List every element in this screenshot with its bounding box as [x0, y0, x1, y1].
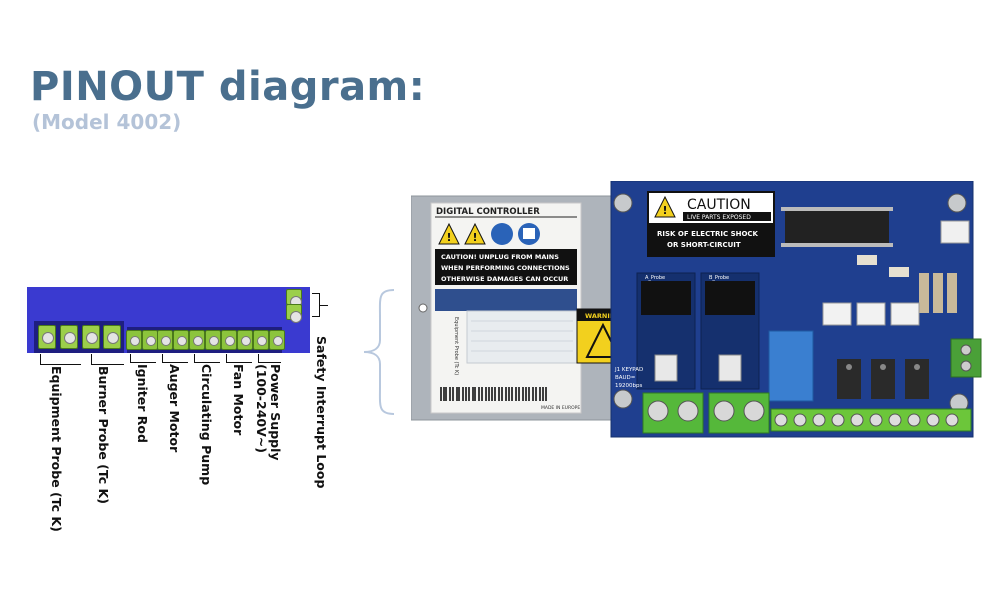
- label-circulating-pump: Circulating Pump: [199, 364, 214, 486]
- resistor: [933, 273, 943, 313]
- caution-subtitle: LIVE PARTS EXPOSED: [687, 214, 751, 221]
- terminal-burner-probe-2: [103, 325, 121, 349]
- terminal-auger-2: [173, 330, 189, 350]
- bracket-burner-probe: [91, 354, 124, 365]
- svg-text:!: !: [663, 204, 668, 217]
- screw: [613, 193, 633, 213]
- bracket-safety-loop: [312, 293, 320, 317]
- risk-line-2: OR SHORT-CIRCUIT: [667, 241, 741, 249]
- keypad-label: J1 KEYPAD: [614, 367, 643, 373]
- bracket-igniter: [130, 354, 156, 363]
- label-power-supply: Power Supply (100-240V~): [254, 364, 283, 461]
- bracket-power: [258, 354, 281, 363]
- caution-box: [435, 249, 577, 285]
- label-fan-motor: Fan Motor: [231, 364, 246, 436]
- terminal-pump-2: [205, 330, 221, 350]
- display-window: [435, 289, 577, 311]
- terminal-power-2: [269, 330, 285, 350]
- bracket-equipment-probe: [40, 354, 81, 365]
- label-equipment-probe: Equipment Probe (Tc K): [49, 366, 64, 532]
- terminal-auger-1: [157, 330, 173, 350]
- bracket-auger: [162, 354, 188, 363]
- caution-line-1: CAUTION! UNPLUG FROM MAINS: [441, 253, 559, 261]
- optocoupler: [890, 302, 920, 326]
- bracket-fan: [226, 354, 252, 363]
- microcontroller-chip: [785, 207, 889, 247]
- label-igniter-rod: Igniter Rod: [135, 364, 150, 443]
- caution-line-3: OTHERWISE DAMAGES CAN OCCUR: [441, 275, 568, 283]
- warning-icon: [464, 222, 486, 245]
- terminal-igniter-2: [142, 330, 158, 350]
- relay: [768, 330, 814, 402]
- page-subtitle: (Model 4002): [32, 110, 182, 134]
- warning-label: WARNING: [585, 312, 621, 320]
- warning-icon: [438, 222, 460, 245]
- optocoupler: [856, 302, 886, 326]
- label-auger-motor: Auger Motor: [167, 364, 182, 453]
- baud-label: BAUD=: [615, 375, 636, 381]
- bracket-pump: [194, 354, 220, 363]
- made-in-label: MADE IN EUROPE: [541, 405, 580, 411]
- ribbon-cable: [466, 310, 578, 364]
- svg-text:!: !: [473, 231, 478, 244]
- risk-line-1: RISK OF ELECTRIC SHOCK: [657, 230, 759, 238]
- terminal-fan-2: [237, 330, 253, 350]
- svg-text:!: !: [447, 231, 452, 244]
- baud-rate-label: 19200bps: [615, 383, 642, 389]
- terminal-safety-loop-1: [286, 289, 302, 308]
- terminal-burner-probe-1: [82, 325, 100, 349]
- barcode: [439, 386, 549, 402]
- optocoupler: [822, 302, 852, 326]
- terminal-equipment-probe-2: [60, 325, 78, 349]
- resistor: [947, 273, 957, 313]
- terminal-safety-loop-2: [286, 304, 302, 323]
- terminal-strip: [27, 287, 310, 353]
- power-terminal-block: [770, 408, 972, 432]
- terminal-pump-1: [189, 330, 205, 350]
- terminal-equipment-probe-1: [38, 325, 56, 349]
- terminal-fan-1: [221, 330, 237, 350]
- plate-hole: [418, 303, 428, 313]
- bracket-safety-loop-tick: [320, 305, 328, 306]
- controller-title: DIGITAL CONTROLLER: [436, 207, 540, 217]
- cable-label: Equipment Probe (Tc K): [453, 317, 459, 375]
- screw: [613, 389, 633, 409]
- caution-line-2: WHEN PERFORMING CONNECTIONS: [441, 264, 570, 272]
- caution-title: CAUTION: [687, 197, 751, 213]
- label-safety-interrupt-loop: Safety Interrupt Loop: [314, 336, 329, 489]
- curly-brace: [363, 289, 395, 415]
- probe-a-label: A_Probe: [645, 275, 665, 281]
- controller-board-photo: DIGITAL CONTROLLER ! ! CAUTION! UNPLUG F…: [411, 181, 982, 438]
- label-burner-probe: Burner Probe (Tc K): [96, 366, 111, 504]
- display-connector: [940, 220, 970, 244]
- probe-b-label: B_Probe: [709, 275, 729, 281]
- terminal-igniter-1: [126, 330, 142, 350]
- resistor: [919, 273, 929, 313]
- screw: [947, 193, 967, 213]
- unplug-icon: [491, 223, 513, 245]
- terminal-power-1: [253, 330, 269, 350]
- page-title: PINOUT diagram:: [30, 64, 426, 110]
- probe-terminal-block: [642, 392, 770, 434]
